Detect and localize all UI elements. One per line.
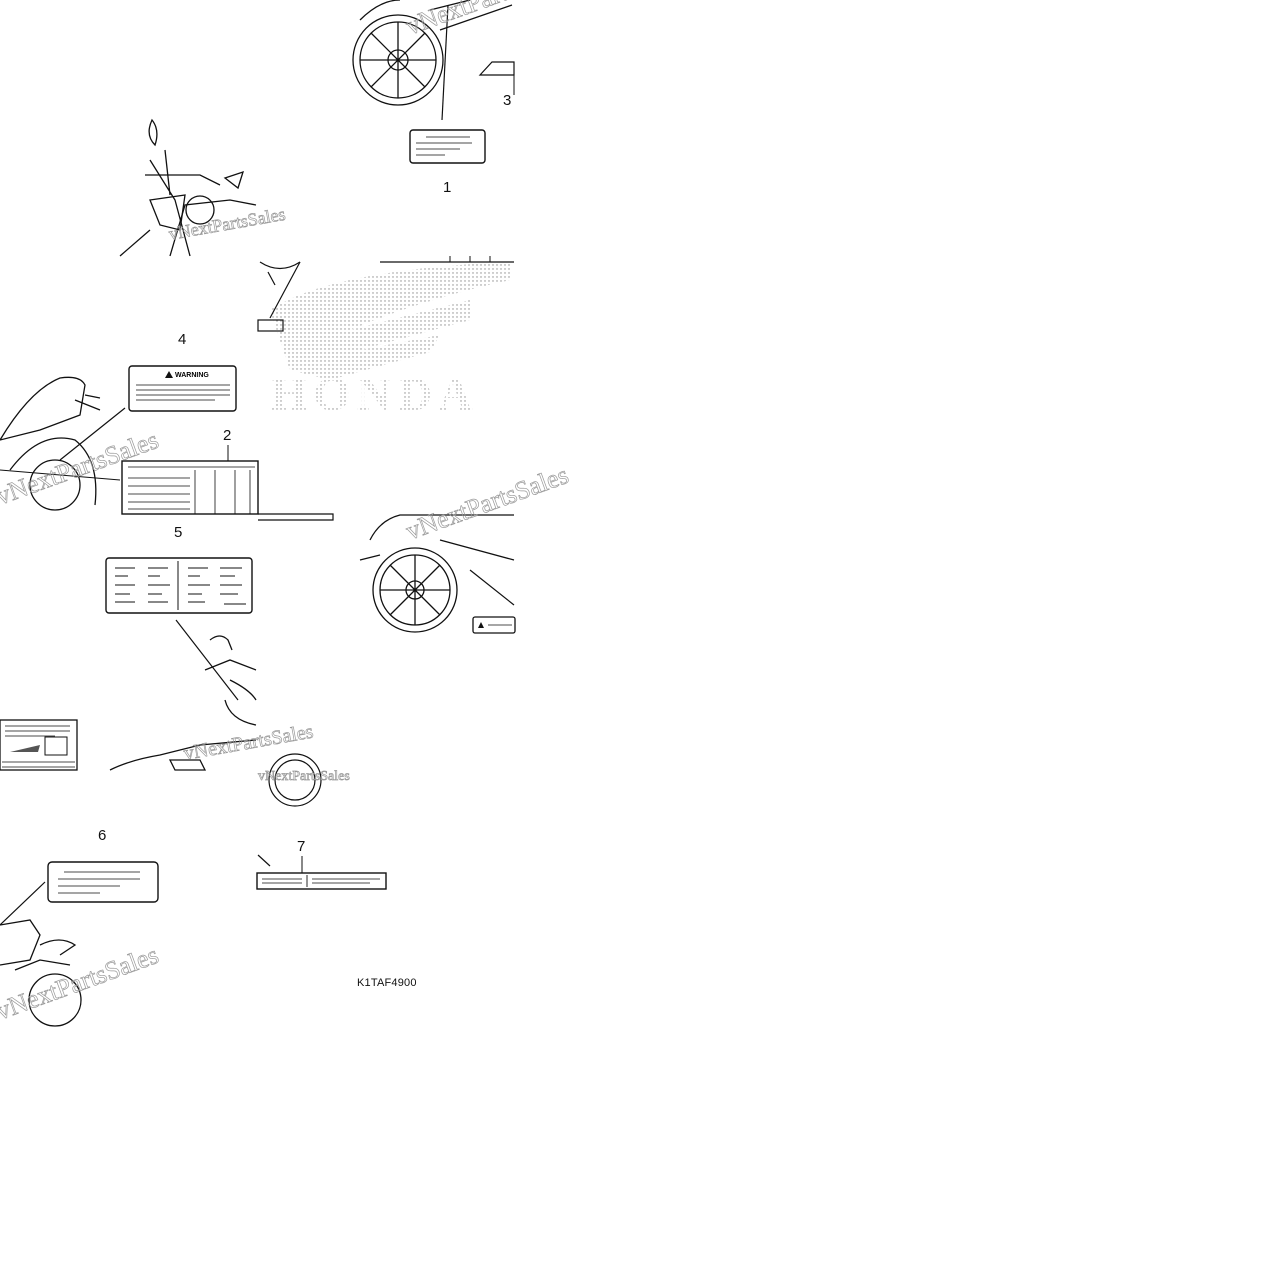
rear-wheel-drawing	[359, 514, 515, 633]
rear-seat-drawing	[0, 376, 101, 511]
svg-text:HONDA: HONDA	[270, 368, 479, 421]
svg-text:vNextPartsSales: vNextPartsSales	[182, 720, 315, 764]
label-5-panel	[105, 557, 253, 614]
label-7-strip	[256, 872, 387, 890]
callout-4: 4	[178, 331, 187, 348]
label-3-shape	[478, 61, 515, 76]
honda-wing-logo: HONDA	[270, 262, 510, 421]
warning-label: WARNING	[175, 372, 209, 379]
callout-6: 6	[98, 827, 107, 844]
drawing-code: K1TAF4900	[357, 977, 417, 989]
label-2-table	[121, 460, 259, 515]
label-6-shape	[47, 861, 159, 903]
meter-panel-drawing	[0, 919, 82, 1027]
fuel-tank-drawing	[109, 635, 257, 771]
svg-text:vNextPartsSales: vNextPartsSales	[402, 460, 572, 546]
tire-info-label	[0, 719, 78, 771]
svg-text:vNextPartsSales: vNextPartsSales	[258, 769, 350, 784]
front-wheel-drawing	[352, 0, 513, 106]
label-4-warning: WARNING	[128, 365, 237, 412]
motorcycle-front-drawing	[119, 118, 257, 257]
label-1-shape	[409, 129, 486, 164]
callout-5: 5	[174, 524, 183, 541]
callout-3: 3	[503, 92, 512, 109]
callout-1: 1	[443, 179, 452, 196]
callout-7: 7	[297, 838, 306, 855]
svg-text:vNextPartsSales: vNextPartsSales	[402, 0, 572, 41]
front-wheel-small-drawing	[268, 753, 322, 807]
callout-2: 2	[223, 427, 232, 444]
svg-text:vNextPartsSales: vNextPartsSales	[0, 940, 162, 1026]
svg-text:vNextPartsSales: vNextPartsSales	[167, 204, 287, 244]
rear-sensor-drawing	[257, 261, 301, 332]
